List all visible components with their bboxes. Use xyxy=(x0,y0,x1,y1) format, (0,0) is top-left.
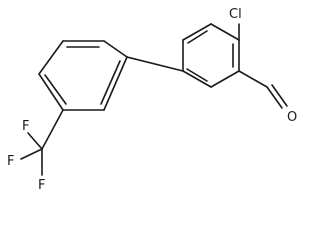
bond xyxy=(41,109,64,150)
molecule-canvas: Cl O F F F xyxy=(7,7,298,191)
bond xyxy=(103,40,128,58)
bond xyxy=(38,40,64,75)
fluorine-atom-label-left: F xyxy=(7,154,14,169)
bond xyxy=(20,148,43,160)
bond xyxy=(126,56,184,72)
bond xyxy=(210,23,240,41)
bond xyxy=(182,70,212,88)
bond xyxy=(103,56,128,111)
bond xyxy=(27,132,43,150)
bond xyxy=(38,73,64,111)
bond xyxy=(210,70,240,88)
double-bond-inner xyxy=(44,74,67,105)
double-bond-inner xyxy=(187,30,208,44)
double-bond-inner xyxy=(271,84,288,107)
bond xyxy=(182,23,212,41)
fluorine-atom-label-bottom: F xyxy=(38,178,45,191)
oxygen-atom-label: O xyxy=(287,110,297,125)
double-bond-inner xyxy=(100,60,121,105)
structure-drawing: Cl O F F F xyxy=(7,7,297,191)
chlorine-atom-label: Cl xyxy=(229,7,242,22)
fluorine-atom-label-top: F xyxy=(22,119,29,134)
double-bond-inner xyxy=(186,68,208,82)
bond xyxy=(266,86,283,109)
bond xyxy=(238,70,268,88)
